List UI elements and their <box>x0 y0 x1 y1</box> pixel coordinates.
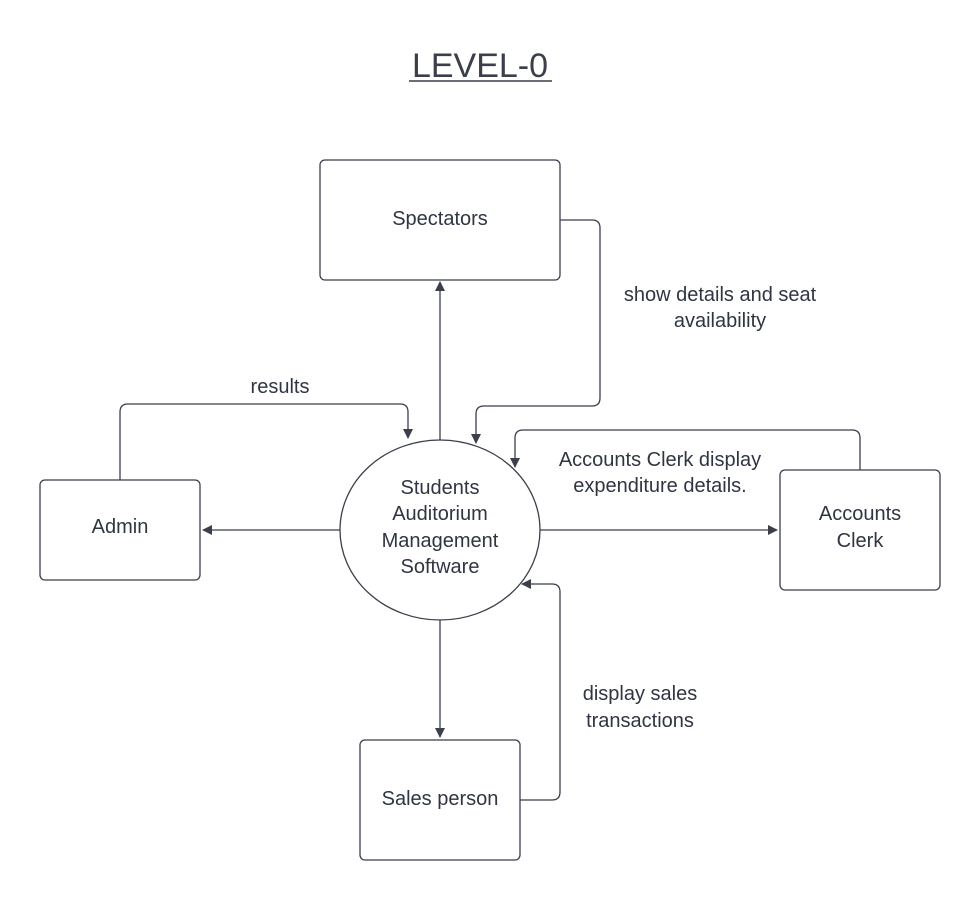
node-sales-person: Sales person <box>359 739 521 861</box>
flow-label-sales-display-line1: display sales <box>583 683 698 705</box>
flow-label-sales-display-line2: transactions <box>586 710 694 732</box>
node-admin-label: Admin <box>92 516 149 538</box>
process-label-line3: Management <box>382 530 499 552</box>
process-label-line1: Students <box>401 477 480 499</box>
edge-spectators-to-process <box>471 219 601 444</box>
flow-label-accounts-display-line1: Accounts Clerk display <box>559 449 761 471</box>
flow-label-show-details-line2: availability <box>674 310 766 332</box>
node-accounts-clerk: Accounts Clerk <box>779 469 941 591</box>
process-label-line2: Auditorium <box>392 503 488 525</box>
node-admin: Admin <box>39 479 201 581</box>
node-process: Students Auditorium Management Software <box>339 439 541 621</box>
node-spectators-label: Spectators <box>392 208 488 230</box>
edge-admin-to-process <box>119 403 413 480</box>
node-accounts-clerk-label-line1: Accounts <box>819 503 901 525</box>
edge-accounts-clerk-to-process <box>510 429 861 470</box>
node-accounts-clerk-label-line2: Clerk <box>837 530 885 552</box>
node-sales-person-label: Sales person <box>382 788 499 810</box>
edge-sales-person-to-process <box>520 579 561 801</box>
flow-label-show-details-line1: show details and seat <box>624 284 817 306</box>
flow-label-results: results <box>251 376 310 398</box>
flow-label-accounts-display-line2: expenditure details. <box>573 475 746 497</box>
diagram-title: LEVEL-0 <box>412 47 548 85</box>
node-spectators: Spectators <box>319 159 561 281</box>
process-label-line4: Software <box>401 556 480 578</box>
